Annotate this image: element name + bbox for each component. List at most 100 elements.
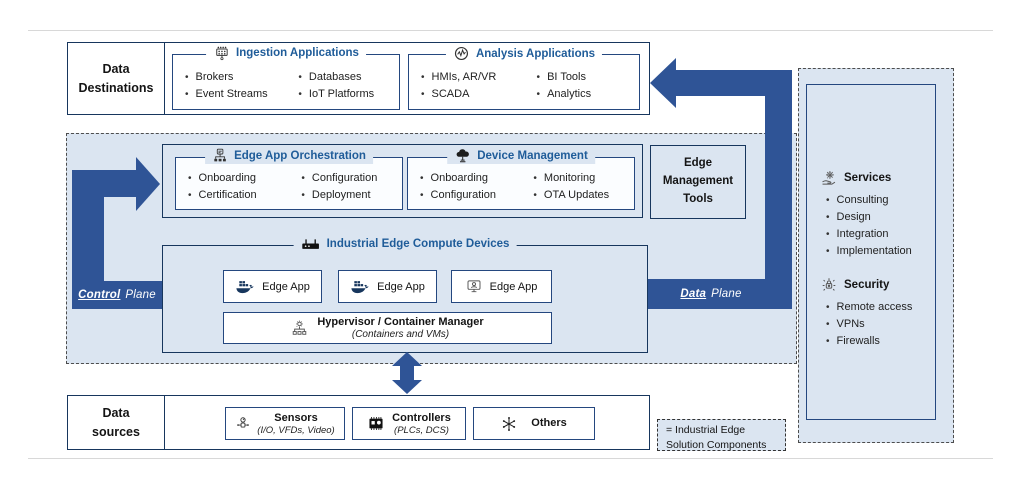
docker-whale-icon	[235, 280, 254, 294]
list-item: Configuration	[420, 188, 533, 203]
list-item: Deployment	[301, 188, 398, 203]
list-item: BI Tools	[537, 70, 635, 85]
controllers-subtitle: (PLCs, DCS)	[394, 424, 449, 436]
list-item: Brokers	[185, 70, 298, 85]
edge-device-router-icon	[301, 236, 321, 251]
control-plane-arrow-top-bar	[72, 170, 136, 197]
ingestion-applications-group: Ingestion Applications Brokers Databases…	[172, 45, 400, 110]
security-list: Remote access VPNs Firewalls	[826, 301, 925, 347]
snowflake-icon	[501, 416, 517, 432]
security-title: Security	[844, 279, 890, 291]
hypervisor-subtitle: (Containers and VMs)	[351, 329, 450, 340]
device-management-cloud-icon	[454, 148, 471, 164]
plc-chip-icon	[367, 416, 385, 431]
bottom-rule	[28, 458, 993, 459]
control-plane-arrow-head	[136, 157, 160, 211]
list-item: Configuration	[301, 171, 398, 186]
sensors-title: Sensors	[274, 411, 318, 424]
hypervisor-icon	[291, 320, 308, 337]
others-title: Others	[531, 417, 567, 429]
list-item: Databases	[298, 70, 395, 85]
edge-app-label: Edge App	[377, 280, 425, 293]
sensor-icon	[235, 415, 251, 432]
arrow-up-head	[392, 352, 422, 366]
analysis-applications-list: HMIs, AR/VR BI Tools SCADA Analytics	[409, 55, 639, 102]
data-destinations-label-line1: Data	[102, 61, 130, 76]
edge-app-orchestration-title: Edge App Orchestration	[234, 150, 366, 162]
analysis-applications-legend: Analysis Applications	[445, 45, 603, 62]
services-section: Services Consulting Design Integration I…	[820, 169, 925, 257]
legend-line2: Solution Components	[666, 438, 767, 451]
edge-app-label: Edge App	[489, 280, 538, 293]
solution-components-legend: = Industrial Edge Solution Components	[657, 419, 786, 451]
list-item: Certification	[188, 188, 301, 203]
data-plane-arrow-vertical-bar	[765, 70, 792, 309]
list-item: SCADA	[421, 87, 537, 102]
list-item: Analytics	[537, 87, 635, 102]
analysis-waveform-icon	[453, 45, 470, 62]
arrow-shaft	[400, 365, 414, 381]
data-sources-divider	[164, 396, 165, 449]
ingestion-applications-legend: Ingestion Applications	[206, 45, 366, 61]
edge-app-orchestration-legend: Edge App Orchestration	[205, 148, 373, 164]
edge-management-tools-label: Edge Management Tools	[662, 157, 734, 205]
analysis-applications-title: Analysis Applications	[475, 47, 596, 60]
hypervisor-box: Hypervisor / Container Manager (Containe…	[223, 312, 552, 344]
data-destinations-divider	[164, 43, 165, 114]
list-item: Implementation	[826, 245, 925, 257]
services-hand-gear-icon	[820, 169, 838, 187]
device-management-list: Onboarding Monitoring Configuration OTA …	[408, 158, 634, 203]
list-item: OTA Updates	[533, 188, 630, 203]
list-item: HMIs, AR/VR	[421, 70, 537, 85]
device-management-title: Device Management	[477, 150, 588, 162]
list-item: Onboarding	[188, 171, 301, 186]
sensors-box: Sensors (I/O, VFDs, Video)	[225, 407, 345, 440]
security-header: Security	[820, 276, 925, 294]
compute-devices-title: Industrial Edge Compute Devices	[326, 237, 510, 250]
hypervisor-title: Hypervisor / Container Manager	[317, 316, 484, 328]
edge-app-label: Edge App	[262, 280, 310, 293]
services-title: Services	[844, 172, 892, 184]
services-header: Services	[820, 169, 925, 187]
list-item: Event Streams	[185, 87, 298, 102]
others-box: Others	[473, 407, 595, 440]
vm-monitor-icon	[466, 279, 482, 294]
edge-app-orchestration-group: Edge App Orchestration Onboarding Config…	[175, 148, 403, 210]
controllers-box: Controllers (PLCs, DCS)	[352, 407, 466, 440]
ingestion-applications-list: Brokers Databases Event Streams IoT Plat…	[173, 55, 399, 102]
compute-devices-legend: Industrial Edge Compute Devices	[293, 236, 517, 251]
analysis-applications-group: Analysis Applications HMIs, AR/VR BI Too…	[408, 45, 640, 110]
device-management-legend: Device Management	[447, 148, 595, 164]
edge-app-box: Edge App	[223, 270, 322, 303]
top-rule	[28, 30, 993, 31]
arrow-down-head	[392, 380, 422, 394]
controllers-title: Controllers	[392, 411, 451, 424]
list-item: Design	[826, 211, 925, 223]
list-item: Onboarding	[420, 171, 533, 186]
data-sources-label-line2: sources	[92, 424, 140, 439]
edge-app-orchestration-list: Onboarding Configuration Certification D…	[176, 158, 402, 203]
industrial-edge-compute-devices-group: Industrial Edge Compute Devices Edge App…	[162, 236, 648, 353]
device-management-group: Device Management Onboarding Monitoring …	[407, 148, 635, 210]
list-item: IoT Platforms	[298, 87, 395, 102]
sensors-subtitle: (I/O, VFDs, Video)	[257, 424, 335, 436]
data-sources-label: Data sources	[68, 396, 164, 449]
security-section: Security Remote access VPNs Firewalls	[820, 276, 925, 347]
list-item: Remote access	[826, 301, 925, 313]
list-item: VPNs	[826, 318, 925, 330]
edge-app-box: Edge App	[338, 270, 437, 303]
security-lock-icon	[820, 276, 838, 294]
list-item: Monitoring	[533, 171, 630, 186]
data-destinations-label: Data Destinations	[68, 43, 164, 114]
services-security-box: Services Consulting Design Integration I…	[806, 84, 936, 420]
docker-whale-icon	[350, 280, 369, 294]
list-item: Integration	[826, 228, 925, 240]
list-item: Consulting	[826, 194, 925, 206]
ingestion-applications-title: Ingestion Applications	[236, 47, 359, 59]
edge-management-tools-box: Edge Management Tools	[650, 145, 746, 219]
